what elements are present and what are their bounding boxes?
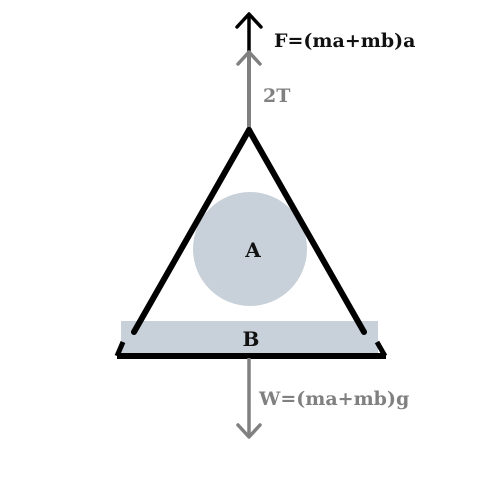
ball-a <box>193 192 307 306</box>
tension-arrow <box>236 50 262 130</box>
tension-label: 2T <box>263 85 290 107</box>
block-b-label: B <box>243 327 260 351</box>
block-b <box>121 321 378 356</box>
weight-arrow <box>236 358 262 439</box>
net-force-label: F=(ma+mb)a <box>274 30 415 52</box>
weight-label: W=(ma+mb)g <box>258 388 409 410</box>
ball-a-label: A <box>244 238 261 262</box>
triangle-frame <box>114 127 388 359</box>
